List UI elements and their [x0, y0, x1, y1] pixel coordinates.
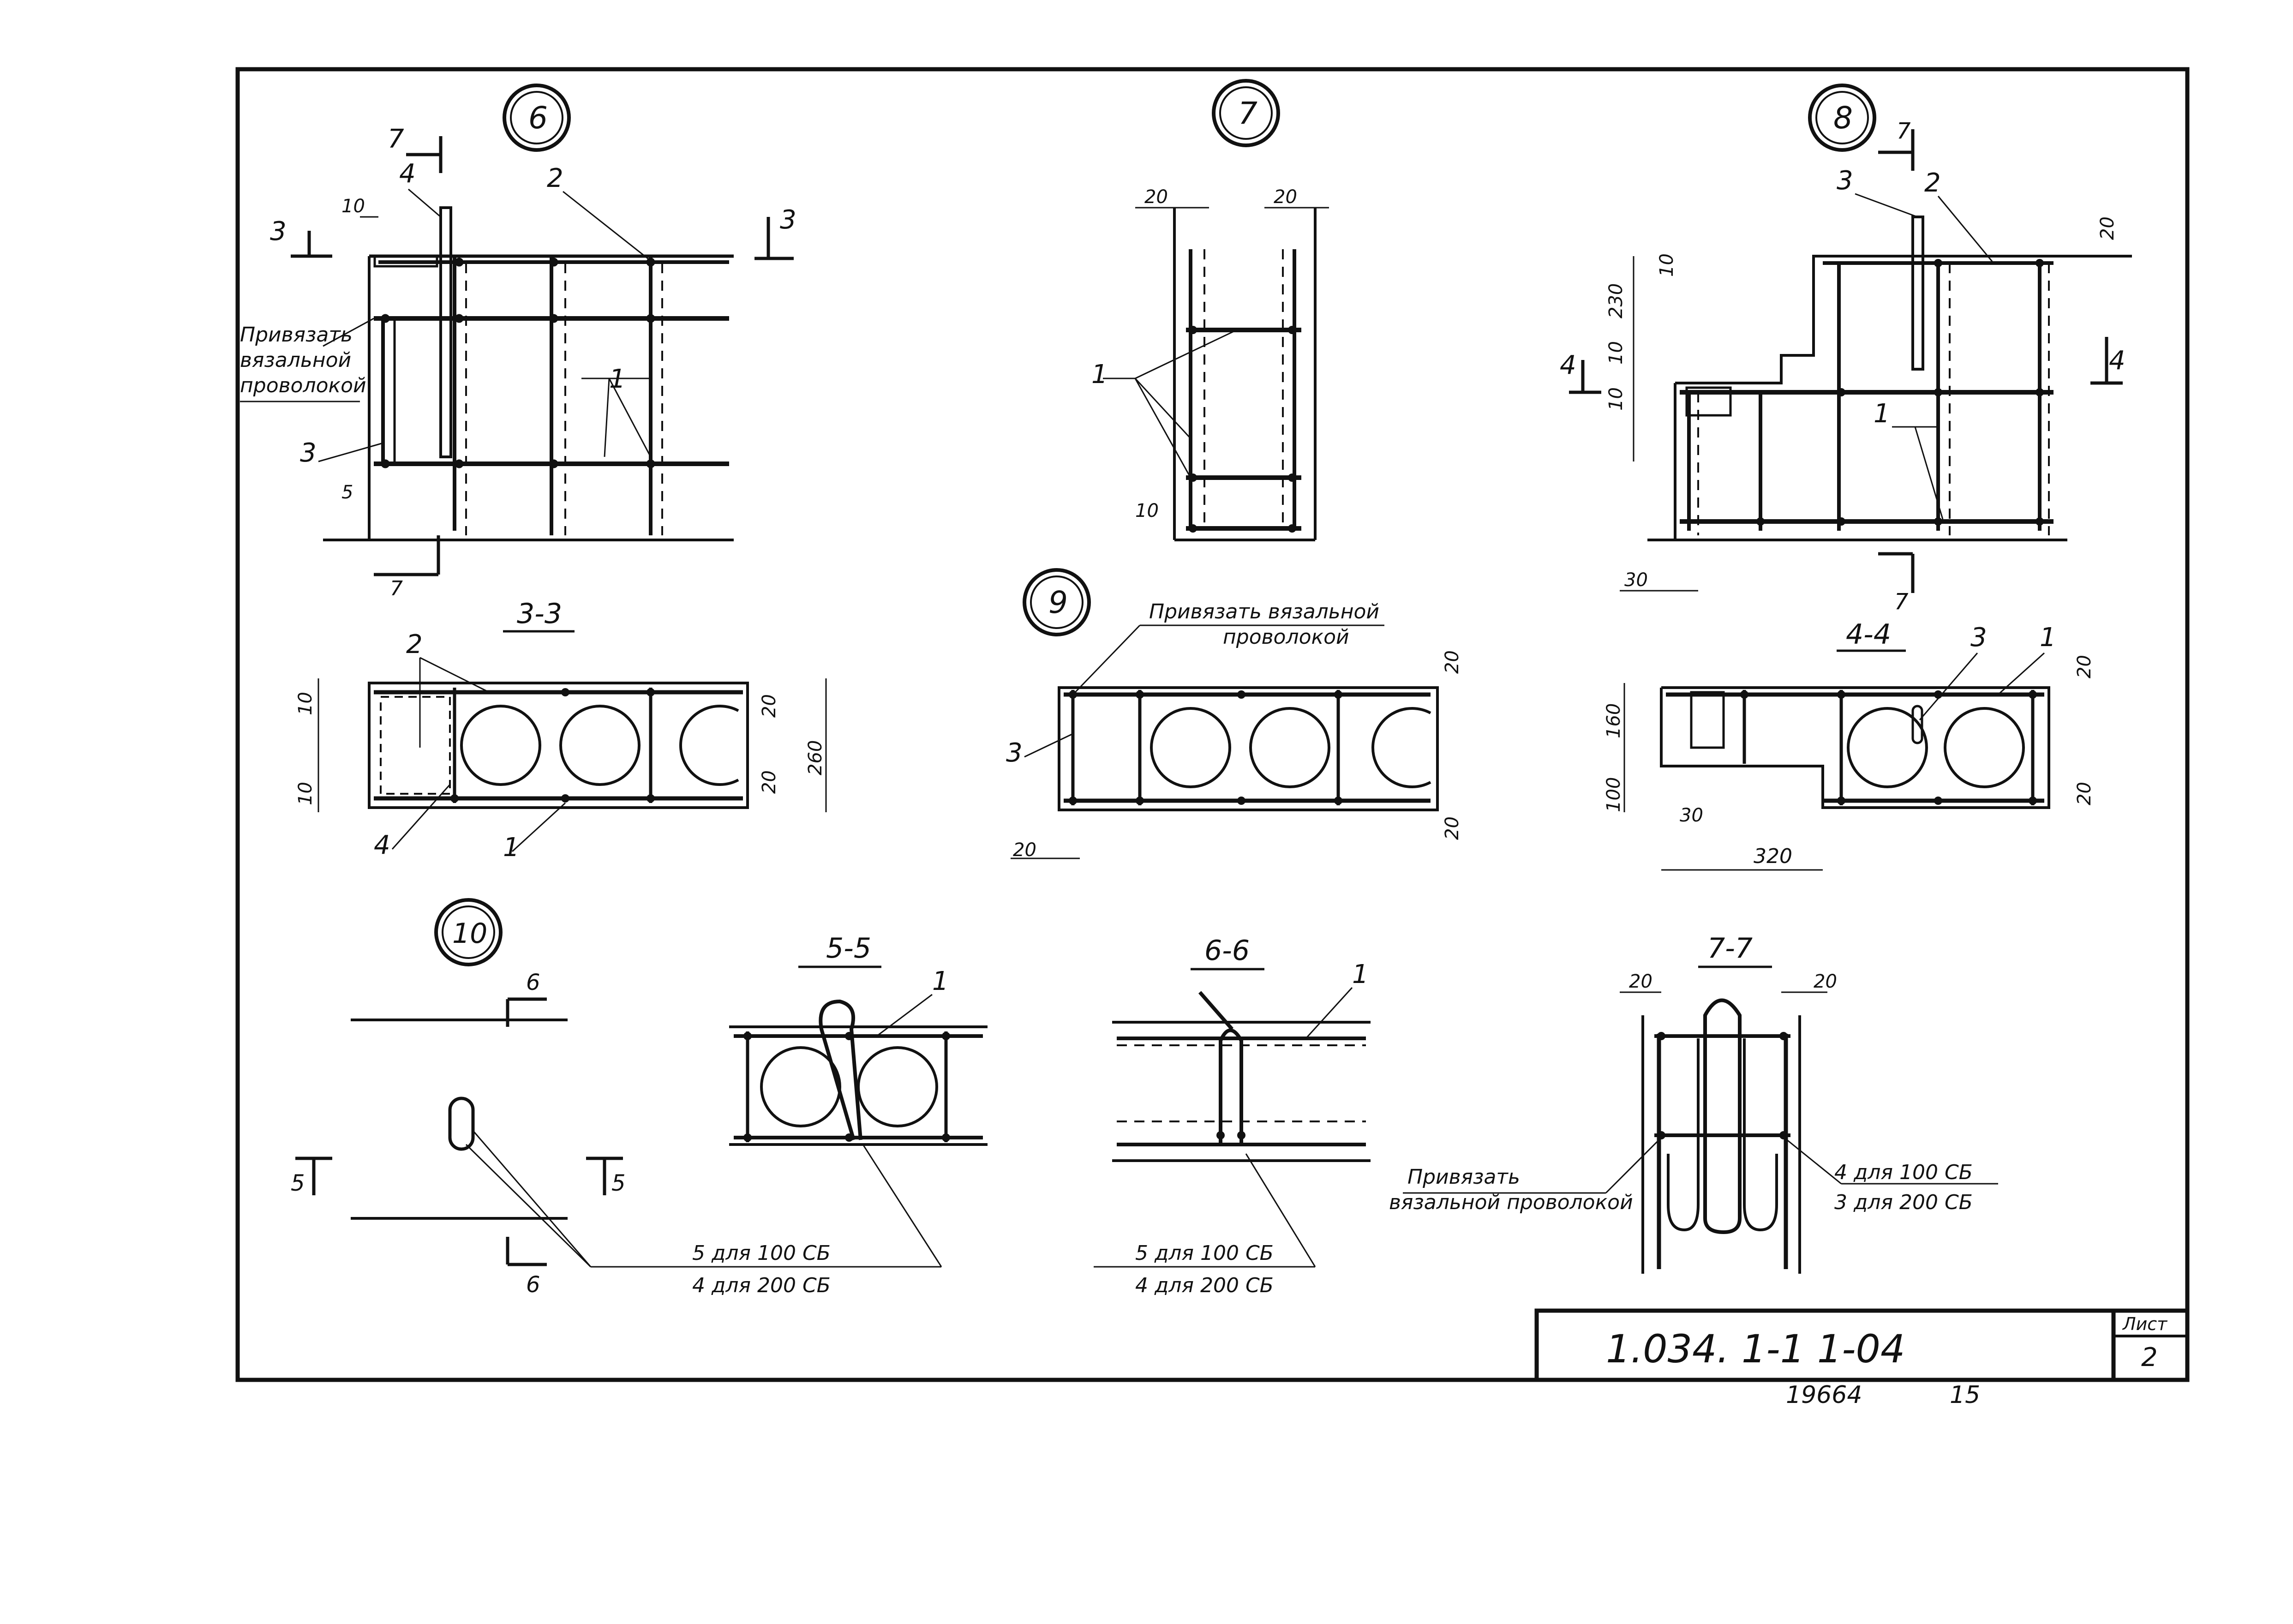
dim-10-d7: 10: [1135, 500, 1159, 521]
detail-8-marker: [1808, 84, 1876, 152]
detail-10: 10 6 6 5 5: [291, 898, 941, 1298]
dim-20-d8: 20: [2097, 216, 2118, 240]
loops-note-5-100-s55: 5 для 100 СБ: [692, 1241, 831, 1265]
detail-8: 8 3 2 1 7 7 4 4 230 10: [1560, 84, 2132, 615]
section-mark-5-left: 5: [291, 1170, 305, 1196]
detail-10-number: 10: [452, 917, 487, 950]
section-mark-4-right: 4: [2109, 346, 2125, 376]
mark-2-s33: 2: [406, 629, 423, 659]
section-4-4-title: 4-4: [1846, 618, 1891, 651]
tie-note-77-line1: Привязать: [1407, 1165, 1520, 1189]
tie-note-9-line2: проволокой: [1223, 625, 1349, 649]
detail-6: 6 3 3 7: [240, 84, 796, 600]
mark-1-d7: 1: [1091, 360, 1108, 390]
mark-1-s66: 1: [1352, 959, 1369, 989]
section-mark-7-top: 7: [388, 124, 404, 154]
dim-160: 160: [1603, 703, 1624, 738]
detail-7-marker: [1212, 79, 1280, 147]
mark-2-d8: 2: [1924, 168, 1941, 198]
detail-9-marker: [1023, 568, 1091, 636]
section-mark-4-left: 4: [1560, 350, 1576, 380]
dim-10-s33a: 10: [295, 692, 316, 715]
section-6-6: 6-6 1 5 для 100 СБ 4 для 200 СБ: [1094, 935, 1371, 1297]
section-mark-7-d8-bottom: 7: [1894, 589, 1909, 615]
dim-10: 10: [341, 196, 365, 217]
dim-20-d9a: 20: [1442, 650, 1463, 674]
detail-6-number: 6: [528, 100, 548, 136]
dim-10-s33b: 10: [295, 782, 316, 805]
mark-1-s55: 1: [932, 966, 949, 996]
detail-8-number: 8: [1833, 100, 1853, 136]
section-mark-3-left: 3: [270, 216, 287, 246]
section-4-4: 4-4 3 1 160 100 20 20 30 320: [1603, 618, 2095, 871]
dim-10-d8b: 10: [1605, 387, 1627, 411]
detail-7-number: 7: [1238, 96, 1257, 131]
dim-20-d9c: 20: [1013, 839, 1036, 861]
tie-note-77-line2: вязальной проволокой: [1389, 1191, 1633, 1214]
drawing-code: 1.034. 1-1 1-04: [1606, 1326, 1905, 1372]
dim-10-d8c: 10: [1656, 253, 1677, 277]
mark-1-s44: 1: [2040, 623, 2056, 653]
dim-10-d8a: 10: [1605, 341, 1627, 365]
mark-3-s44: 3: [1970, 623, 1987, 653]
section-3-3-title: 3-3: [517, 598, 562, 630]
dim-20-s77a: 20: [1629, 971, 1652, 992]
dim-20-right: 20: [1274, 186, 1297, 208]
dim-20-s44b: 20: [2074, 782, 2095, 805]
section-5-5: 5-5 1 5 для 100 СБ 4 для 200 СБ: [692, 932, 988, 1297]
dim-5: 5: [341, 482, 353, 503]
page-number: 15: [1950, 1381, 1980, 1409]
mark-4: 4: [399, 159, 416, 189]
dim-20-s77b: 20: [1814, 971, 1837, 992]
dim-20-left: 20: [1144, 186, 1168, 208]
sheet-label: Лист: [2122, 1314, 2168, 1334]
detail-7: 7 20 20 1 10: [1091, 79, 1329, 541]
section-mark-7-bottom: 7: [390, 577, 403, 600]
section-mark-3-right: 3: [780, 205, 796, 235]
dim-30-s44: 30: [1680, 805, 1703, 826]
loops-note-4-200-s55: 4 для 200 СБ: [692, 1274, 831, 1297]
section-mark-5-right: 5: [611, 1170, 626, 1196]
section-7-7: 7-7 20 20 Привязать вязальной проволокой…: [1389, 932, 1998, 1274]
tie-note-6-line2: вязальной: [240, 348, 351, 372]
mark-3-d9: 3: [1006, 738, 1023, 768]
inventory-number: 19664: [1786, 1381, 1862, 1409]
dim-20-s33a: 20: [759, 694, 780, 718]
title-block: 1.034. 1-1 1-04 Лист 2: [1534, 1308, 2187, 1380]
dim-230: 230: [1605, 283, 1627, 318]
tie-note-6-line3: проволокой: [240, 374, 366, 397]
loops-note-4-200-s66: 4 для 200 СБ: [1135, 1274, 1274, 1297]
detail-6-marker: [503, 84, 571, 152]
detail-10-marker: [434, 898, 503, 966]
loops-note-5-100-s66: 5 для 100 СБ: [1135, 1241, 1274, 1265]
section-mark-6-bottom: 6: [526, 1272, 540, 1298]
dim-100: 100: [1603, 777, 1624, 812]
dim-20-s33b: 20: [759, 770, 780, 794]
detail-9-number: 9: [1048, 585, 1068, 620]
sheet-frame: [235, 67, 2190, 1382]
section-mark-7-d8-top: 7: [1897, 118, 1911, 144]
mark-1-d8: 1: [1874, 399, 1890, 429]
tie-note-9-line1: Привязать вязальной: [1149, 600, 1379, 623]
loops-note-3-200-s77: 3 для 200 СБ: [1834, 1191, 1973, 1214]
mark-4-s33: 4: [374, 830, 390, 860]
dim-20-s44a: 20: [2074, 655, 2095, 678]
mark-2: 2: [547, 163, 563, 193]
section-3-3: 3-3 2 4 1 10 10 20 20 260: [295, 598, 827, 863]
dim-320: 320: [1754, 845, 1792, 868]
section-mark-6-top: 6: [526, 970, 540, 995]
dim-30-d8: 30: [1624, 569, 1648, 591]
sheet-number: 2: [2141, 1342, 2158, 1372]
detail-9: 9 Привязать вязальной проволокой 3 20 20…: [1006, 568, 1463, 861]
tie-note-6-line1: Привязать: [240, 323, 353, 347]
section-5-5-title: 5-5: [826, 932, 871, 965]
dim-260: 260: [805, 740, 826, 775]
mark-3-d8: 3: [1837, 166, 1853, 196]
mark-3: 3: [300, 438, 317, 468]
section-7-7-title: 7-7: [1707, 932, 1753, 965]
dim-20-d9b: 20: [1442, 816, 1463, 840]
loops-note-4-100-s77: 4 для 100 СБ: [1834, 1161, 1973, 1184]
section-6-6-title: 6-6: [1204, 935, 1250, 967]
